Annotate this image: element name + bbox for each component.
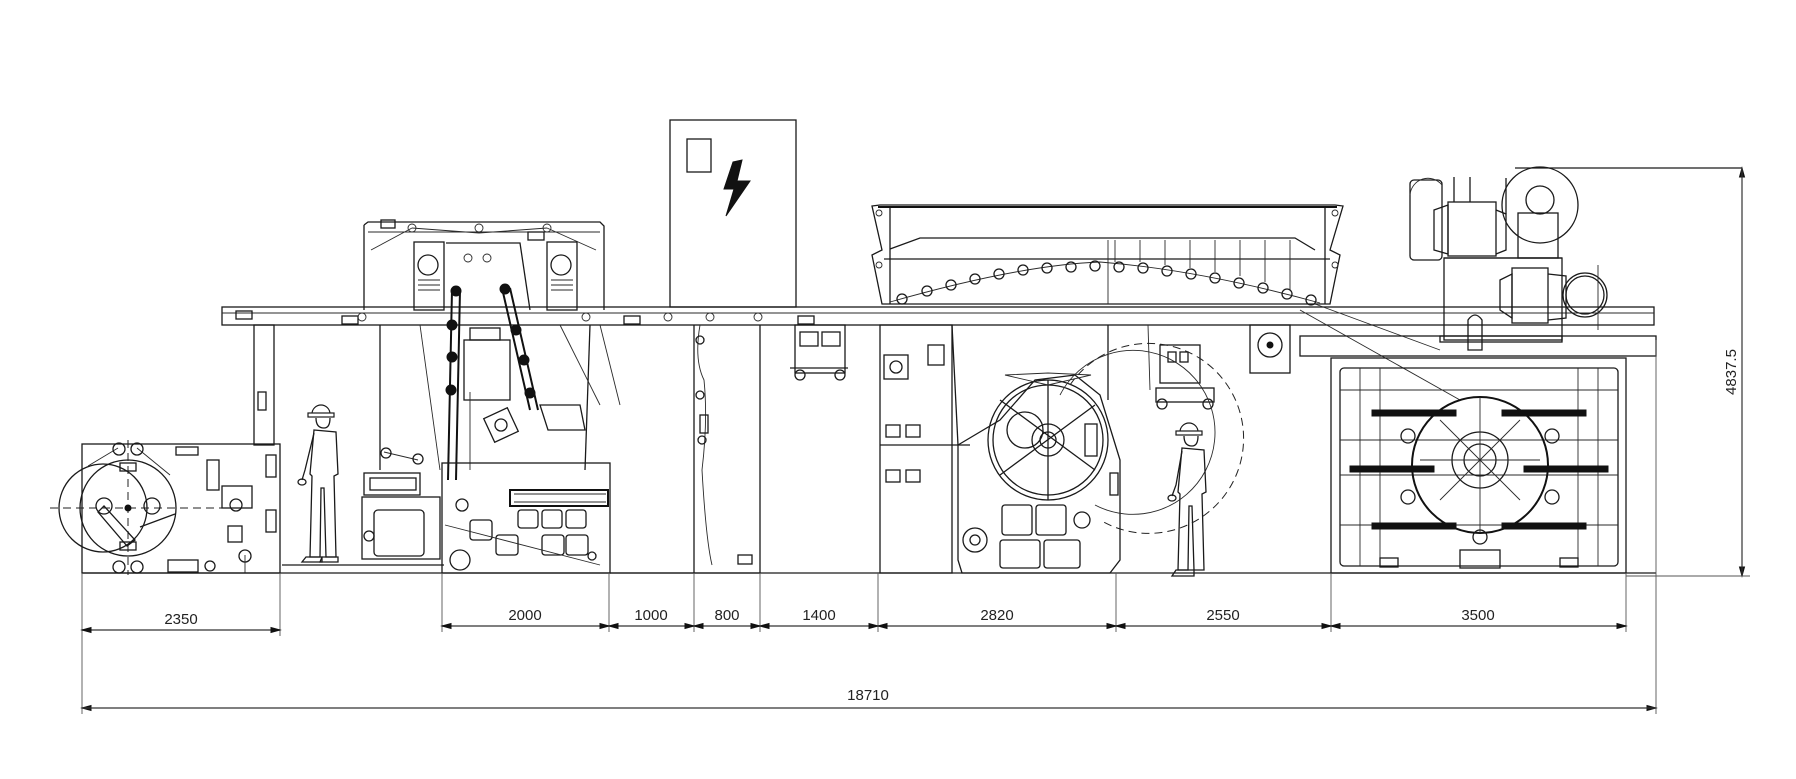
rewinder-unit <box>1299 303 1657 574</box>
dim-label-unwinder: 2350 <box>164 611 197 628</box>
laminator-frame <box>879 324 1291 574</box>
dimension-lines: 2350 2000 1000 800 1400 2820 2550 3500 1… <box>80 166 1750 714</box>
dim-label-overall-height: 4837.5 <box>1723 349 1740 395</box>
lightning-bolt-icon <box>723 159 751 217</box>
dim-label-gap-2: 1400 <box>802 607 835 624</box>
laminating-unit <box>957 342 1245 574</box>
coating-base <box>441 462 611 574</box>
dim-label-overall-length: 18710 <box>847 687 889 704</box>
dim-label-coating-unit: 2000 <box>508 607 541 624</box>
operator-figure-1 <box>297 404 339 563</box>
electrical-cabinet <box>669 119 797 308</box>
dim-label-gap-1: 1000 <box>634 607 667 624</box>
unwinder-unit <box>50 324 281 575</box>
press-roller-unit <box>790 324 848 381</box>
coating-head-tower <box>363 219 621 481</box>
dim-label-rewinder: 3500 <box>1461 607 1494 624</box>
dim-label-dryer-laminator: 2820 <box>980 607 1013 624</box>
dim-label-guide-frame: 800 <box>714 607 739 624</box>
fan-assembly <box>1409 166 1742 351</box>
drying-oven <box>871 204 1344 306</box>
dim-label-operator-space: 2550 <box>1206 607 1239 624</box>
operator-figure-2 <box>1167 422 1207 577</box>
guide-frame <box>610 324 761 574</box>
feed-unit <box>282 447 444 566</box>
